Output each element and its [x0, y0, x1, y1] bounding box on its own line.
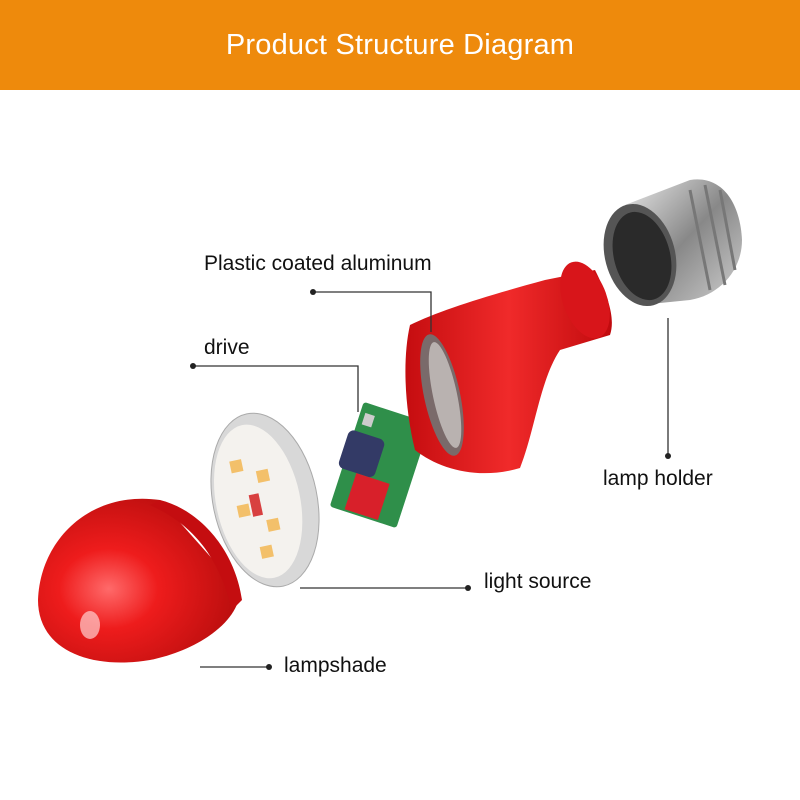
lamp-holder-part	[603, 179, 742, 307]
drive-part	[330, 402, 430, 528]
leader-dot-lampshade	[266, 664, 272, 670]
header-banner: Product Structure Diagram	[0, 0, 800, 90]
leader-drive	[193, 365, 359, 412]
leader-lines	[193, 291, 669, 668]
page-title: Product Structure Diagram	[225, 28, 575, 61]
leader-dot-aluminum	[310, 289, 316, 295]
label-light-source: light source	[484, 570, 592, 593]
light-source-part	[210, 412, 320, 588]
label-plastic-coated-aluminum: Plastic coated aluminum	[204, 252, 432, 275]
leader-dot-lamp-holder	[665, 453, 671, 459]
leader-dot-drive	[190, 363, 196, 369]
aluminum-body-part	[405, 261, 612, 474]
label-drive: drive	[204, 336, 250, 359]
label-lamp-holder: lamp holder	[603, 467, 713, 490]
leader-dot-light-source	[465, 585, 471, 591]
label-lampshade: lampshade	[284, 654, 387, 677]
leader-aluminum	[313, 291, 432, 332]
lampshade-part	[38, 498, 242, 663]
